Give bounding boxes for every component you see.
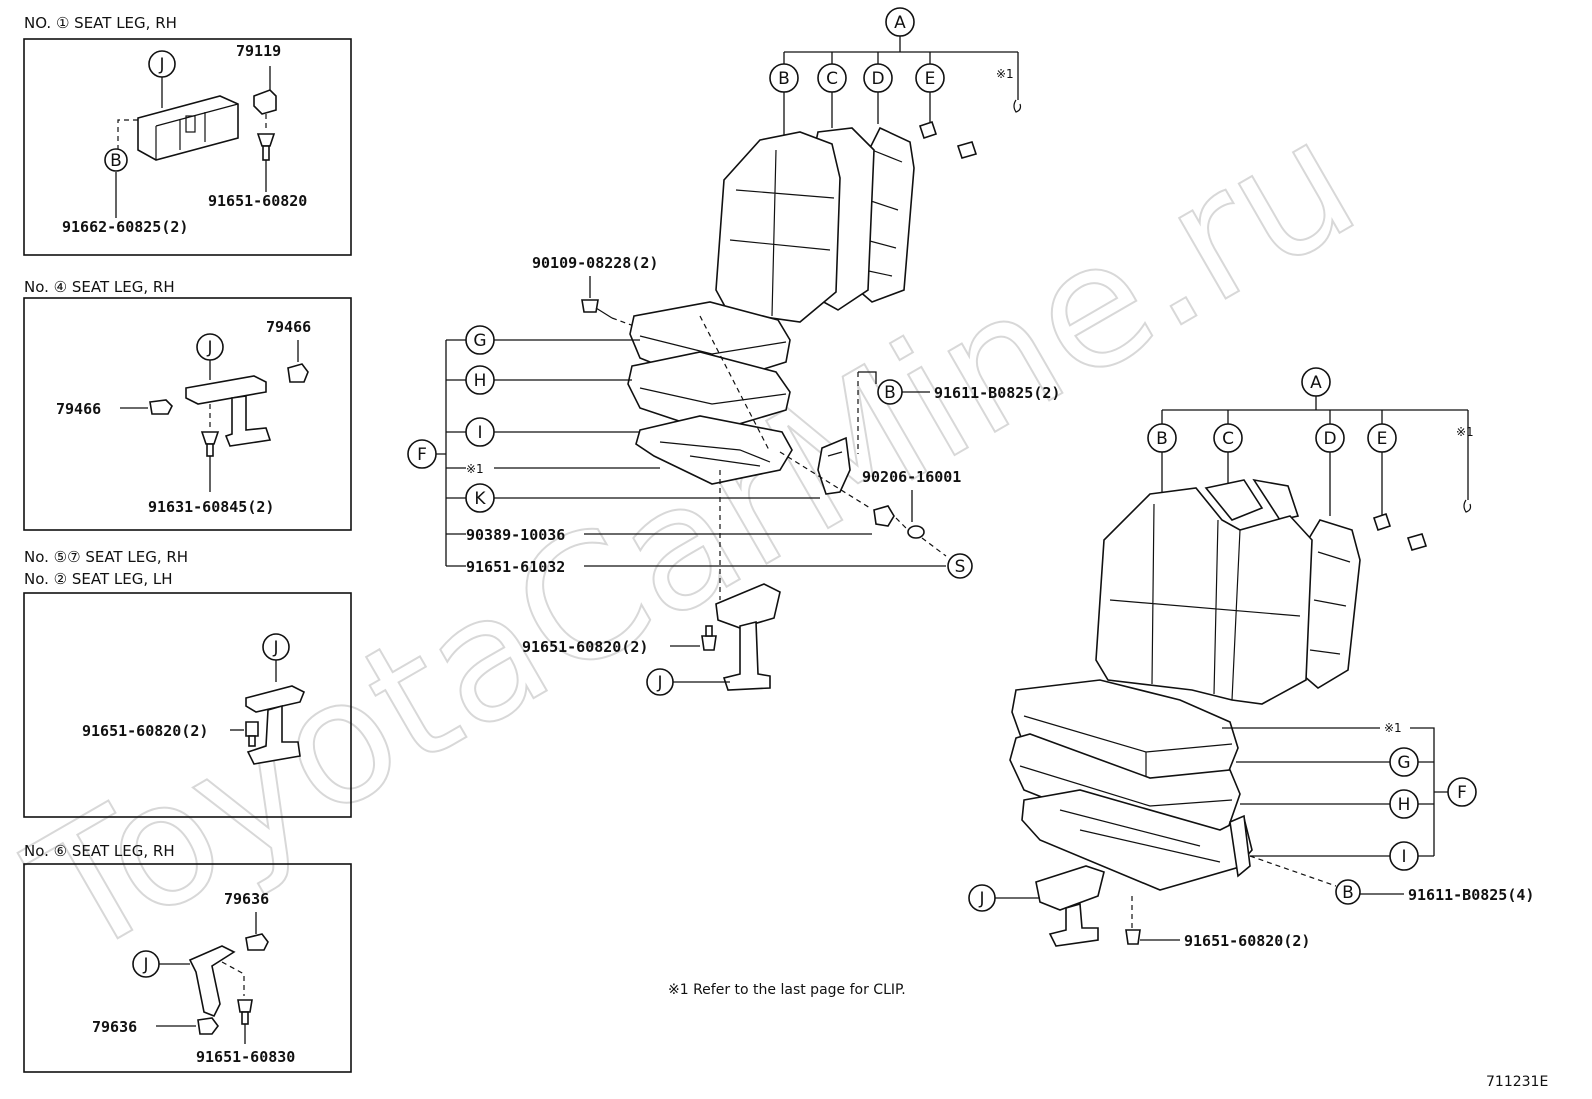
part-79636-a: 79636 xyxy=(224,890,269,908)
seat-leg-bar-icon xyxy=(185,375,272,447)
clip-icon xyxy=(918,120,938,140)
nut-icon-6 xyxy=(245,933,269,951)
panel-4-box xyxy=(23,297,352,531)
right-letter-h: H xyxy=(1398,795,1411,815)
part-91651-61032: 91651-61032 xyxy=(466,558,565,576)
hinge-bracket-icon xyxy=(817,436,851,495)
center-letter-a: A xyxy=(894,13,906,33)
part-91631-60845: 91631-60845(2) xyxy=(148,498,274,516)
letter-b: B xyxy=(110,151,122,171)
right-letter-i: I xyxy=(1401,847,1406,867)
right-letter-b2-callout xyxy=(1335,879,1361,905)
center-letter-c: C xyxy=(826,69,838,89)
seat-base-icon xyxy=(635,415,793,485)
right-letter-c: C xyxy=(1222,429,1234,449)
center-letter-b2: B xyxy=(884,383,896,403)
part-79466-b: 79466 xyxy=(56,400,101,418)
nut-90389-icon xyxy=(873,505,895,527)
seat-leg-angle-icon xyxy=(188,945,236,1018)
clip-79119-icon xyxy=(253,89,277,115)
center-letter-s-callout xyxy=(947,553,973,579)
part-91651-60820-57: 91651-60820(2) xyxy=(82,722,208,740)
panel-4-title: No. ④ SEAT LEG, RH xyxy=(24,278,175,296)
part-91651-60820-right: 91651-60820(2) xyxy=(1184,932,1310,950)
right-clip-mark: ※1 xyxy=(1456,425,1474,439)
seatback-icon xyxy=(715,99,1022,323)
center-letter-d: D xyxy=(871,69,884,89)
panel-57-title-2: No. ② SEAT LEG, LH xyxy=(24,570,173,588)
part-90109-08228: 90109-08228(2) xyxy=(532,254,658,272)
part-91651-60830: 91651-60830 xyxy=(196,1048,295,1066)
letter-j-6: J xyxy=(142,955,148,975)
letter-b-callout xyxy=(104,148,128,172)
panel-6-title: No. ⑥ SEAT LEG, RH xyxy=(24,842,175,860)
center-letter-f: F xyxy=(417,445,427,465)
panel-6-box xyxy=(23,863,352,1073)
bolt-icon-57 xyxy=(245,721,259,747)
right-letter-b: B xyxy=(1156,429,1168,449)
right-letter-e: E xyxy=(1377,429,1388,449)
center-letter-i: I xyxy=(477,423,482,443)
nut-icon-2 xyxy=(149,399,173,415)
nut-icon-6b xyxy=(197,1017,219,1035)
center-letter-k: K xyxy=(474,489,486,509)
footnote-clip: ※1 Refer to the last page for CLIP. xyxy=(668,982,906,998)
seat-leg-bracket-icon xyxy=(137,95,239,161)
panel-57-box xyxy=(23,592,352,818)
center-letter-b: B xyxy=(778,69,790,89)
washer-icon xyxy=(907,525,925,539)
nut-icon xyxy=(287,363,309,383)
center-letter-g: G xyxy=(473,331,486,351)
letter-j: J xyxy=(158,55,164,75)
part-90206-16001: 90206-16001 xyxy=(862,468,961,486)
part-79466-a: 79466 xyxy=(266,318,311,336)
part-79119: 79119 xyxy=(236,42,281,60)
letter-j-57: J xyxy=(272,638,278,658)
seat-leg-center-icon xyxy=(715,583,781,691)
seat-leg-stand-icon xyxy=(245,685,306,765)
right-letter-f-callout xyxy=(1447,777,1477,807)
panel-57-title-1: No. ⑤⑦ SEAT LEG, RH xyxy=(24,548,188,566)
part-91651-60820: 91651-60820 xyxy=(208,192,307,210)
part-79636-b: 79636 xyxy=(92,1018,137,1036)
bolt-icon-4 xyxy=(200,431,220,457)
bolt-icon xyxy=(256,133,276,161)
bolt-icon-6 xyxy=(237,999,253,1025)
bolt-icon-center xyxy=(701,625,717,651)
part-91651-60820-center: 91651-60820(2) xyxy=(522,638,648,656)
screw-icon xyxy=(581,299,613,319)
part-90389-10036: 90389-10036 xyxy=(466,526,565,544)
center-letter-e: E xyxy=(925,69,936,89)
right-letter-b2: B xyxy=(1342,883,1354,903)
right-letter-a: A xyxy=(1310,373,1322,393)
right-letter-g: G xyxy=(1397,753,1410,773)
center-clip-mark-2: ※1 xyxy=(466,462,484,476)
center-letter-h: H xyxy=(474,371,487,391)
part-91611-b0825-2: 91611-B0825(2) xyxy=(934,384,1060,402)
part-91611-b0825-4: 91611-B0825(4) xyxy=(1408,886,1534,904)
diagram-code: 711231E xyxy=(1486,1074,1548,1090)
right-clip-mark-2: ※1 xyxy=(1384,721,1402,735)
bolt-icon-right xyxy=(1125,929,1141,945)
bench-leg-icon xyxy=(1035,865,1105,947)
right-letter-j: J xyxy=(978,889,984,909)
right-letter-d: D xyxy=(1323,429,1336,449)
bench-seatback-icon xyxy=(1095,478,1472,705)
clip-icon-2 xyxy=(956,141,978,159)
part-91662-60825: 91662-60825(2) xyxy=(62,218,188,236)
letter-j-4: J xyxy=(206,338,212,358)
panel-1-title: NO. ① SEAT LEG, RH xyxy=(24,14,177,32)
center-letter-j: J xyxy=(656,673,662,693)
center-clip-mark: ※1 xyxy=(996,67,1014,81)
bench-cushion-icon xyxy=(1009,679,1253,891)
panel-1-box xyxy=(23,38,352,256)
right-letter-f: F xyxy=(1457,783,1467,803)
center-letter-s: S xyxy=(955,557,966,577)
